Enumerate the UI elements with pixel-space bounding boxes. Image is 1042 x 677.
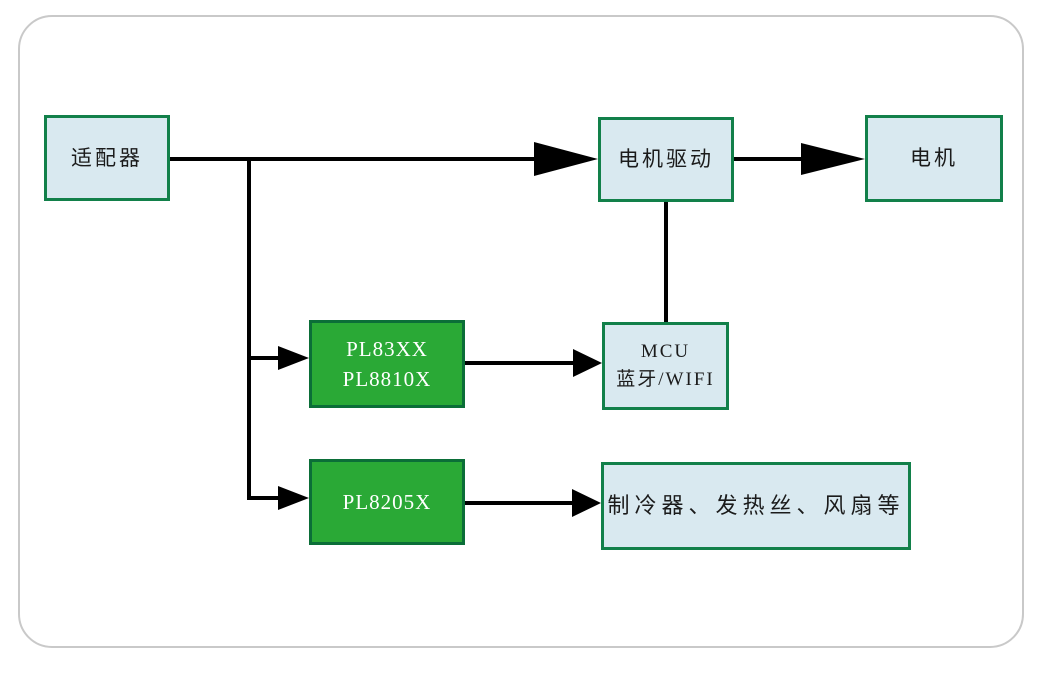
arrowhead-to-motordrive xyxy=(534,142,598,176)
node-motor-drive: 电机驱动 xyxy=(598,117,734,202)
node-pl8205x-label: PL8205X xyxy=(342,489,432,514)
node-motor: 电机 xyxy=(865,115,1003,202)
node-loads-label: 制冷器、发热丝、风扇等 xyxy=(607,493,905,519)
node-adapter-label: 适配器 xyxy=(71,145,143,170)
node-pl83xx-label-line1: PL83XX xyxy=(346,336,428,361)
node-adapter: 适配器 xyxy=(44,115,170,201)
node-pl83xx-label-line2: PL8810X xyxy=(342,367,432,391)
node-motor-drive-label: 电机驱动 xyxy=(618,147,714,172)
node-mcu-bluetooth-wifi: MCU 蓝牙/WIFI xyxy=(602,322,729,410)
diagram-border xyxy=(18,15,1024,648)
node-mcu-label-line2: 蓝牙/WIFI xyxy=(616,369,715,390)
node-cooler-heater-fan: 制冷器、发热丝、风扇等 xyxy=(601,462,911,550)
arrowhead-to-motor xyxy=(801,143,865,175)
node-motor-label: 电机 xyxy=(910,146,958,171)
node-pl83xx-pl8810x: PL83XX PL8810X xyxy=(309,320,465,408)
arrowhead-to-pl8205x xyxy=(278,486,309,510)
arrowhead-to-pl83xx xyxy=(278,346,309,370)
arrowhead-to-mcu xyxy=(573,349,602,377)
node-mcu-label-line1: MCU xyxy=(640,341,691,363)
node-pl8205x: PL8205X xyxy=(309,459,465,545)
arrowhead-to-loads xyxy=(572,489,601,517)
